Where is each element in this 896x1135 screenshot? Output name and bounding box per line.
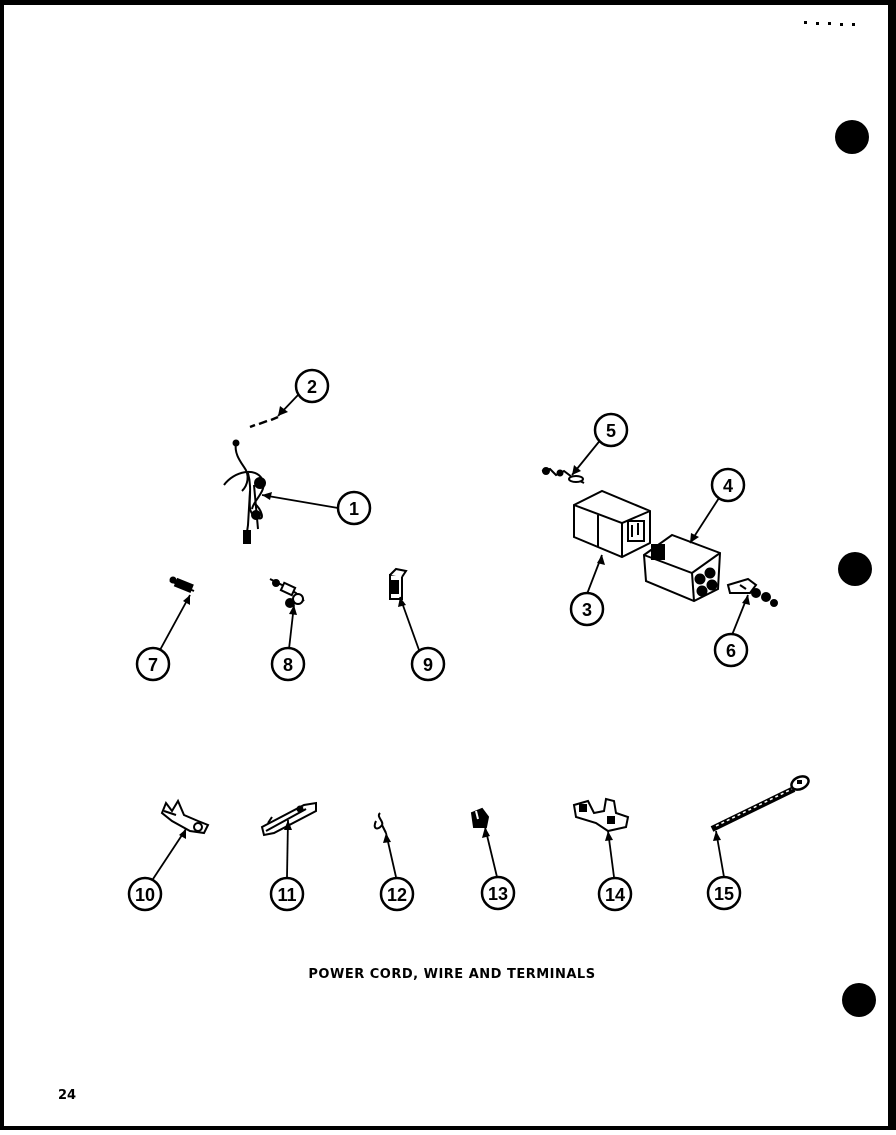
callout-6: 6 [713, 632, 749, 668]
svg-text:1: 1 [349, 499, 359, 519]
part-wire-hook [373, 812, 387, 834]
binder-hole-bottom [842, 983, 876, 1017]
page-number: 24 [58, 1088, 77, 1103]
part-terminal-ring [269, 578, 305, 608]
svg-text:4: 4 [723, 476, 733, 496]
part-terminal-clip [389, 567, 408, 600]
svg-text:12: 12 [387, 885, 407, 905]
leader-arrowheads [179, 406, 750, 843]
callout-4: 4 [710, 467, 746, 503]
svg-text:3: 3 [582, 600, 592, 620]
part-clamp [470, 807, 490, 828]
svg-text:14: 14 [605, 885, 625, 905]
part-terminal-small [169, 576, 195, 594]
callout-7: 7 [135, 646, 171, 682]
callout-14: 14 [597, 876, 633, 912]
svg-text:8: 8 [283, 655, 293, 675]
callout-2: 2 [294, 368, 330, 404]
leader-lines [152, 394, 749, 880]
svg-text:11: 11 [277, 885, 296, 905]
part-cable-tie [710, 775, 810, 832]
part-wire [249, 415, 279, 429]
part-connector-plug [642, 533, 722, 603]
svg-text:2: 2 [307, 377, 317, 397]
svg-text:9: 9 [423, 655, 433, 675]
svg-text:5: 5 [606, 421, 616, 441]
scan-marks-top-right [804, 21, 855, 26]
part-mounting-bracket [572, 797, 630, 833]
callout-15: 15 [706, 875, 742, 911]
callout-13: 13 [480, 875, 516, 911]
part-power-cord [223, 439, 266, 544]
callout-5: 5 [593, 412, 629, 448]
callout-9: 9 [410, 646, 446, 682]
part-connector-housing-receptacle [573, 489, 651, 559]
part-pin-terminal [541, 467, 585, 484]
callout-1: 1 [336, 490, 372, 526]
binder-hole-middle [838, 552, 872, 586]
callout-8: 8 [270, 646, 306, 682]
part-flag-terminal [160, 798, 210, 835]
figure-caption: POWER CORD, WIRE AND TERMINALS [308, 967, 596, 982]
svg-text:15: 15 [714, 884, 734, 904]
part-splice-connector [260, 801, 317, 837]
callout-12: 12 [379, 876, 415, 912]
callout-10: 10 [127, 876, 163, 912]
part-socket-terminal [726, 577, 778, 607]
exploded-parts-diagram: 1 2 3 4 5 6 7 8 9 10 11 12 [127, 21, 876, 1017]
svg-text:13: 13 [488, 884, 508, 904]
binder-hole-top [835, 120, 869, 154]
callout-3: 3 [569, 591, 605, 627]
svg-text:6: 6 [726, 641, 736, 661]
svg-text:7: 7 [148, 655, 158, 675]
callout-11: 11 [269, 876, 305, 912]
svg-text:10: 10 [135, 885, 155, 905]
